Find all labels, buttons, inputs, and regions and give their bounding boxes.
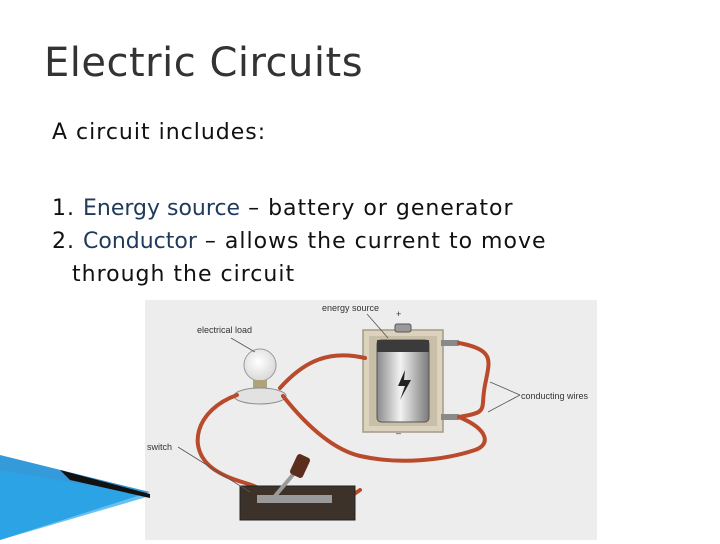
item-number: 1. [52,196,75,221]
light-bulb [234,349,286,404]
circuit-illustration: energy source + – electrical load conduc… [145,300,597,540]
item-description: – allows the current to move [205,229,547,254]
bottom-clip [441,414,459,420]
item-number: 2. [52,229,75,254]
item-term: Conductor [83,229,197,254]
item-description: – battery or generator [248,196,513,221]
circuit-photo: energy source + – electrical load conduc… [145,300,597,540]
component-list: 1. Energy source – battery or generator … [52,192,547,291]
decorative-wedge [0,450,150,544]
conducting-wires [198,343,489,510]
switch-label: switch [147,442,172,452]
item-continuation: through the circuit [52,258,547,291]
electrical-load-label: electrical load [197,325,252,335]
item-term: Energy source [83,196,240,221]
slide-title: Electric Circuits [44,40,363,86]
switch [240,453,355,520]
energy-source-label: energy source [322,303,379,313]
list-item-energy-source: 1. Energy source – battery or generator [52,192,547,225]
plus-sign: + [396,309,401,319]
conducting-wires-label: conducting wires [521,391,589,401]
top-clip [441,340,459,346]
list-item-conductor: 2. Conductor – allows the current to mov… [52,225,547,258]
intro-text: A circuit includes: [52,120,266,145]
minus-sign: – [396,428,401,438]
